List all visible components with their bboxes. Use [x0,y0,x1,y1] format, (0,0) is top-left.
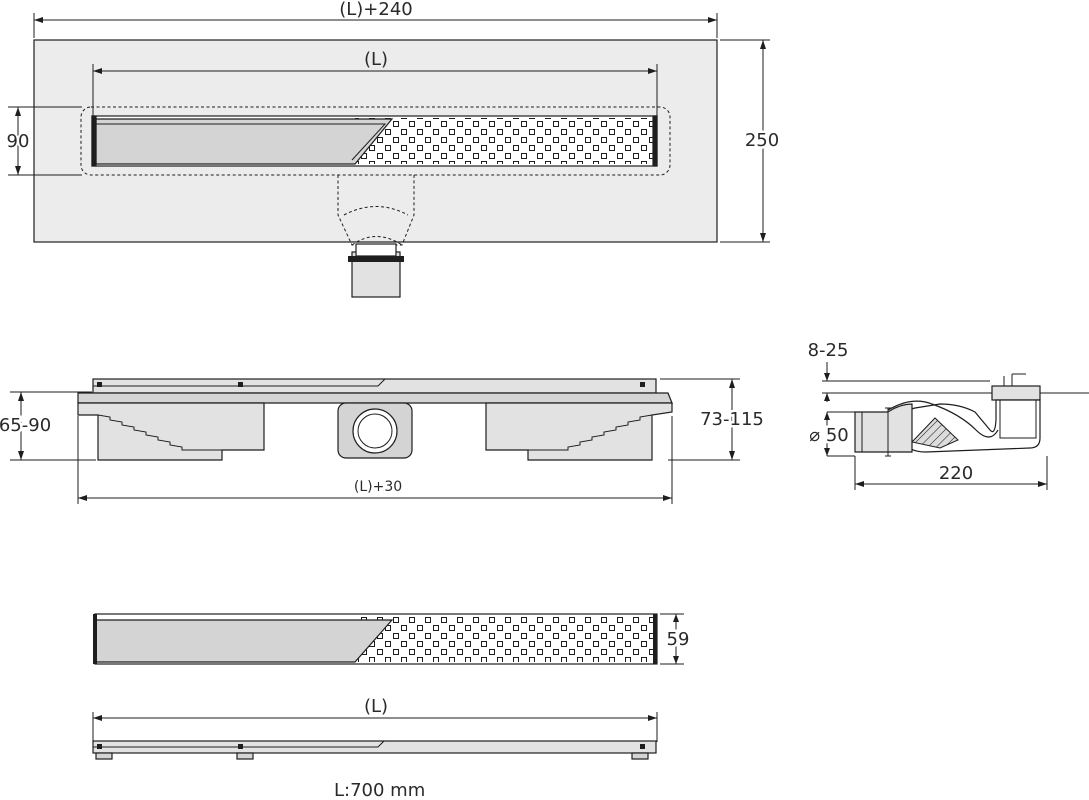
label-section-length: 220 [939,463,973,484]
length-note: L:700 mm [334,780,425,800]
outlet-funnel [337,175,415,298]
plan-view: (L)+240 (L) [5,0,782,298]
grate-perforated-area [355,118,654,164]
side-flange [77,392,673,404]
dim-grate-length: (L) [92,49,658,118]
label-grate-width: 59 [667,629,690,650]
dim-section-length: 220 [854,456,1048,490]
cross-section-view: 8-25 ⌀ 50 220 [807,340,1089,490]
side-view: 65-90 73-115 (L)+30 [0,378,766,504]
label-overall-length: (L)+240 [339,0,413,20]
channel-outline [80,106,671,176]
grate-side-view: (L) [92,696,658,760]
side-body-left [77,402,265,461]
label-grate-length-bottom: (L) [364,696,388,717]
dim-side-length: (L)+30 [77,416,673,504]
label-side-depth-left: 65-90 [0,415,51,436]
dim-grate-width: 59 [660,613,692,665]
label-channel-width: 90 [7,131,30,152]
grate-plan-view: 59 [93,613,692,665]
section-trap [854,385,1041,457]
dim-side-depth-left: 65-90 [0,391,96,461]
label-side-length: (L)+30 [354,479,402,495]
dim-section-outlet: ⌀ 50 [807,411,855,457]
dim-grate-length-bottom: (L) [92,696,658,742]
dim-overall-length: (L)+240 [33,0,718,38]
grate-solid-section [95,118,394,165]
dim-side-depth-right: 73-115 [660,378,766,461]
label-overall-width: 250 [745,130,779,151]
side-body-right [485,402,673,461]
label-side-depth-right: 73-115 [700,409,764,430]
label-grate-length: (L) [364,49,388,70]
dim-overall-width: 250 [720,39,782,243]
label-section-outlet: ⌀ 50 [809,425,848,446]
dim-channel-width: 90 [5,106,82,176]
side-outlet [337,402,413,459]
label-section-adjust: 8-25 [808,340,849,361]
dim-section-adjust: 8-25 [808,340,849,402]
